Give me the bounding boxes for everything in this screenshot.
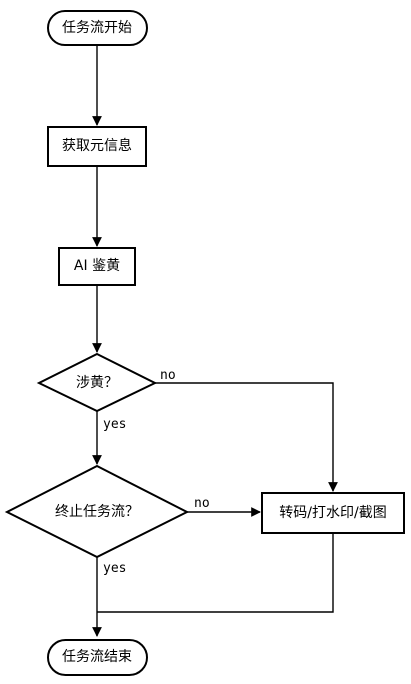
node-ai-porn-check-label: AI 鉴黄 (74, 257, 120, 274)
edge-process-to-end (97, 533, 334, 613)
edge-label-porn-no: no (160, 368, 176, 383)
node-terminate-label: 终止任务流？ (55, 504, 139, 520)
edge-label-porn-yes: yes (103, 417, 126, 432)
node-get-metadata: 获取元信息 (47, 126, 147, 167)
edge-label-terminate-yes: yes (103, 561, 126, 576)
node-get-metadata-label: 获取元信息 (62, 137, 132, 154)
node-process-label: 转码/打水印/截图 (279, 504, 386, 521)
node-is-porn-decision: 涉黄？ (36, 352, 158, 413)
node-start-label: 任务流开始 (62, 20, 132, 36)
edge-porn-no-to-process (155, 382, 338, 492)
node-process: 转码/打水印/截图 (261, 492, 405, 534)
node-end-label: 任务流结束 (62, 649, 132, 665)
node-is-porn-label: 涉黄？ (76, 374, 118, 391)
edge-label-terminate-no: no (194, 496, 210, 511)
node-end: 任务流结束 (47, 639, 148, 676)
node-start: 任务流开始 (47, 10, 148, 46)
node-ai-porn-check: AI 鉴黄 (58, 247, 136, 286)
node-terminate-decision: 终止任务流？ (4, 464, 190, 559)
